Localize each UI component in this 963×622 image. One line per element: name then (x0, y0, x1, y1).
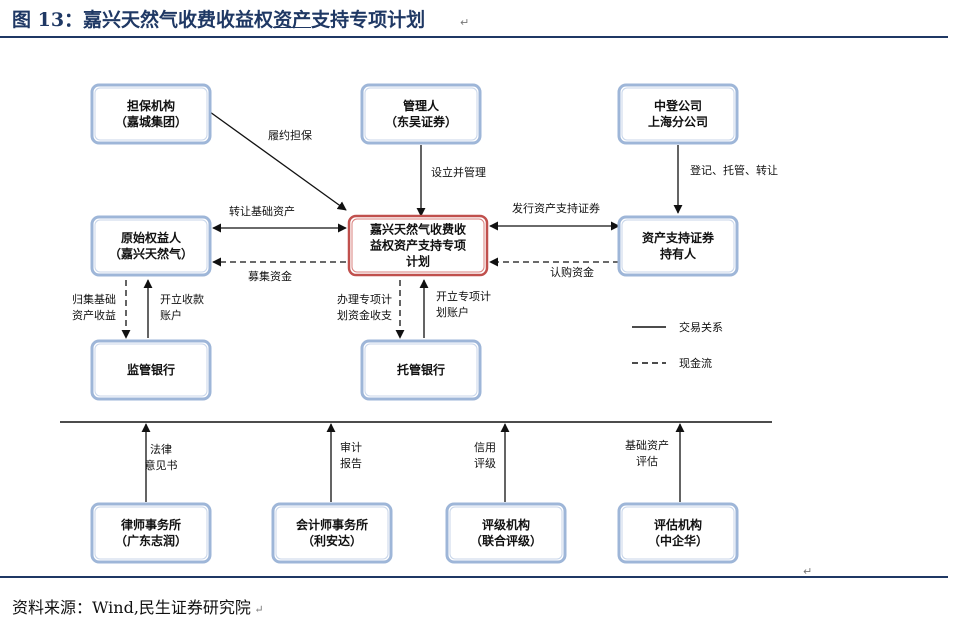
node-label: 上海分公司 (648, 114, 708, 129)
title-rule (0, 36, 948, 38)
edge-label-collect-income: 归集基础 (72, 292, 116, 306)
edge-label-open-plan-account: 开立专项计 (436, 289, 491, 303)
node-label: 计划 (406, 254, 430, 269)
node-border (347, 214, 489, 277)
node-inner-border (364, 87, 478, 141)
node-inner-border (621, 506, 735, 560)
node-border (617, 215, 739, 277)
edge-label-credit-rating: 评级 (474, 457, 496, 470)
node-border (360, 83, 482, 145)
edge-label-audit: 审计 (340, 440, 362, 454)
node-border (90, 215, 212, 277)
edge-label-collect-income: 资产收益 (72, 308, 116, 322)
node-custodian-bank: 托管银行 (360, 339, 482, 401)
node-inner-border (94, 87, 208, 141)
edge-label-raise-funds: 募集资金 (248, 269, 292, 283)
edge-label-issue-abs: 发行资产支持证券 (512, 201, 600, 215)
node-plan: 嘉兴天然气收费收益权资产支持专项计划 (347, 214, 489, 277)
node-label: 评估机构 (654, 517, 702, 532)
node-label: 会计师事务所 (296, 517, 368, 532)
edge-label-handle-funds: 划资金收支 (337, 308, 392, 322)
node-inner-border (621, 87, 735, 141)
node-label: （嘉兴天然气） (109, 246, 193, 261)
edge-label-establish-manage: 设立并管理 (431, 165, 486, 179)
edge-label-legal-opinion: 意见书 (145, 458, 178, 472)
edge-label-credit-rating: 信用 (474, 441, 496, 454)
edge-label-open-collection: 账户 (160, 308, 182, 322)
edge-label-asset-appraisal: 评估 (636, 455, 658, 468)
figure-title: 图 13：嘉兴天然气收费收益权资产支持专项计划 (12, 9, 426, 31)
node-inner-border (94, 343, 208, 397)
node-appraisal-agency: 评估机构（中企华） (617, 502, 739, 564)
node-label: （利安达） (302, 533, 362, 548)
node-border (445, 502, 567, 564)
node-inner-border (621, 219, 735, 273)
node-label: 资产支持证券 (642, 230, 715, 245)
node-label: 托管银行 (397, 362, 445, 377)
paragraph-mark: ↵ (803, 565, 813, 578)
edge-label-audit: 报告 (340, 456, 362, 470)
node-manager: 管理人（东吴证券） (360, 83, 482, 145)
node-inner-border (364, 343, 478, 397)
node-border (617, 502, 739, 564)
node-inner-border (449, 506, 563, 560)
node-rating-agency: 评级机构（联合评级） (445, 502, 567, 564)
edge-label-subscribe: 认购资金 (550, 265, 594, 279)
node-inner-border (94, 506, 208, 560)
node-border (90, 83, 212, 145)
legend-transaction-label: 交易关系 (679, 320, 723, 334)
figure-source: 资料来源：Wind,民生证券研究院 ↵ (12, 598, 264, 617)
edge-label-asset-appraisal: 基础资产 (625, 438, 669, 452)
node-law-firm: 律师事务所（广东志润） (90, 502, 212, 564)
edge-guarantee (209, 111, 347, 211)
node-inner-border (275, 506, 389, 560)
edge-label-open-plan-account: 划账户 (436, 305, 469, 319)
node-inner-border (94, 219, 208, 273)
node-label: 嘉兴天然气收费收 (369, 222, 466, 237)
edge-label-open-collection: 开立收款 (160, 292, 204, 306)
node-label: 持有人 (660, 246, 697, 261)
node-label: 管理人 (403, 98, 440, 113)
edge-label-handle-funds: 办理专项计 (337, 292, 392, 306)
node-guarantor: 担保机构（嘉城集团） (90, 83, 212, 145)
node-label: （嘉城集团） (115, 114, 187, 129)
node-label: （联合评级） (470, 533, 542, 548)
paragraph-mark: ↵ (460, 16, 470, 29)
edge-label-register: 登记、托管、转让 (690, 163, 778, 177)
edge-label-legal-opinion: 法律 (150, 442, 172, 456)
node-label: （东吴证券） (385, 114, 457, 129)
node-label: 评级机构 (482, 517, 530, 532)
node-label: （中企华） (648, 533, 708, 548)
node-label: 益权资产支持专项 (370, 238, 466, 253)
node-label: 中登公司 (654, 98, 702, 113)
node-supervisory-bank: 监管银行 (90, 339, 212, 401)
node-label: 律师事务所 (121, 517, 181, 532)
node-inner-border (351, 218, 485, 273)
edge-label-guarantee: 履约担保 (268, 128, 312, 142)
diagram-nodes: 担保机构（嘉城集团） 管理人（东吴证券） 中登公司上海分公司原始权益人（嘉兴天然气）… (90, 83, 739, 564)
source-rule (0, 576, 948, 578)
node-label: 担保机构 (127, 98, 175, 113)
node-accounting-firm: 会计师事务所（利安达） (271, 502, 393, 564)
node-label: 监管银行 (127, 362, 175, 377)
node-label: 原始权益人 (121, 230, 182, 245)
edge-label-transfer-assets: 转让基础资产 (229, 204, 295, 218)
node-label: （广东志润） (115, 533, 187, 548)
legend-cashflow-label: 现金流 (679, 356, 712, 370)
node-border (617, 83, 739, 145)
node-originator: 原始权益人（嘉兴天然气） (90, 215, 212, 277)
node-border (90, 339, 212, 401)
node-border (90, 502, 212, 564)
node-border (360, 339, 482, 401)
node-border (271, 502, 393, 564)
